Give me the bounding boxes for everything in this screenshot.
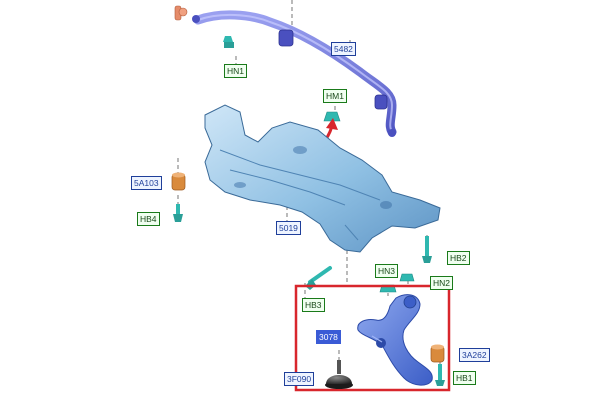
nut-hn2 xyxy=(399,273,415,282)
bushing-5a103 xyxy=(171,172,186,191)
label-3078: 3078 xyxy=(316,330,341,344)
fastener-hn1 xyxy=(223,36,234,48)
ball-joint xyxy=(325,360,353,389)
nut-hm1 xyxy=(323,111,341,122)
bushing-3a262 xyxy=(430,344,445,363)
label-hb2: HB2 xyxy=(447,251,470,265)
bolt-hb4 xyxy=(173,204,183,222)
bolt-hb2 xyxy=(422,236,432,263)
label-hb3: HB3 xyxy=(302,298,325,312)
label-hb4: HB4 xyxy=(137,212,160,226)
label-hn2: HN2 xyxy=(430,276,454,290)
label-5019: 5019 xyxy=(276,221,301,235)
control-arm xyxy=(357,294,433,386)
label-3a262: 3A262 xyxy=(459,348,490,362)
stabilizer-bar xyxy=(192,10,397,137)
label-5482: 5482 xyxy=(331,42,356,56)
bolt-hb1 xyxy=(435,364,445,386)
label-hb1: HB1 xyxy=(453,371,476,385)
stabilizer-link xyxy=(174,5,188,21)
label-hn3: HN3 xyxy=(375,264,399,278)
label-3f090: 3F090 xyxy=(284,372,315,386)
highlight-box xyxy=(294,284,451,392)
label-hn1: HN1 xyxy=(224,64,248,78)
label-hm1: HM1 xyxy=(323,89,347,103)
label-5a103: 5A103 xyxy=(131,176,162,190)
front-subframe xyxy=(204,104,441,253)
